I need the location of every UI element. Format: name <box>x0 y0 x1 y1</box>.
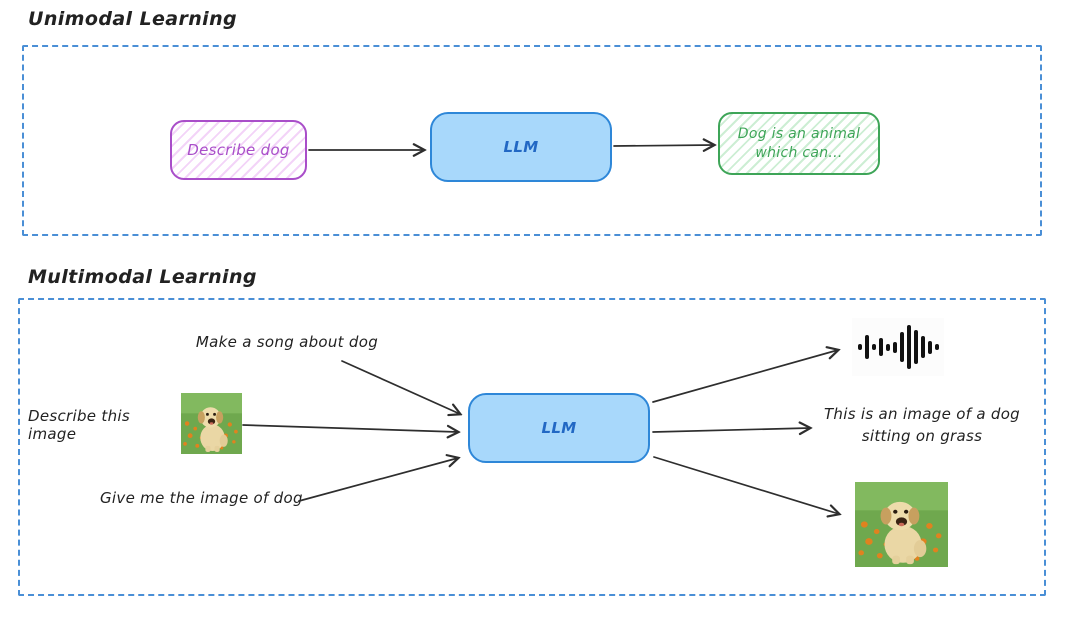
input-dog-photo <box>181 393 242 454</box>
unimodal-output-label: Dog is an animal which can... <box>737 125 861 161</box>
multimodal-frame <box>18 298 1046 596</box>
audio-output <box>852 318 944 376</box>
multimodal-llm-label: LLM <box>541 419 577 437</box>
audio-waveform-icon <box>857 318 939 376</box>
section-title-unimodal: Unimodal Learning <box>28 8 238 30</box>
output-dog-photo <box>855 482 948 567</box>
multimodal-input-describe-label: Describe this image <box>28 407 130 443</box>
multimodal-output-caption: This is an image of a dog sitting on gra… <box>823 405 1021 445</box>
multimodal-llm-node: LLM <box>468 393 650 463</box>
multimodal-input-image-label: Give me the image of dog <box>100 489 303 507</box>
unimodal-input-node: Describe dog <box>170 120 307 180</box>
unimodal-frame <box>22 45 1042 236</box>
unimodal-llm-label: LLM <box>503 138 539 156</box>
multimodal-input-song-label: Make a song about dog <box>195 333 379 351</box>
unimodal-input-label: Describe dog <box>187 141 290 159</box>
unimodal-llm-node: LLM <box>430 112 612 182</box>
unimodal-output-node: Dog is an animal which can... <box>718 112 880 175</box>
section-title-multimodal: Multimodal Learning <box>28 266 257 288</box>
